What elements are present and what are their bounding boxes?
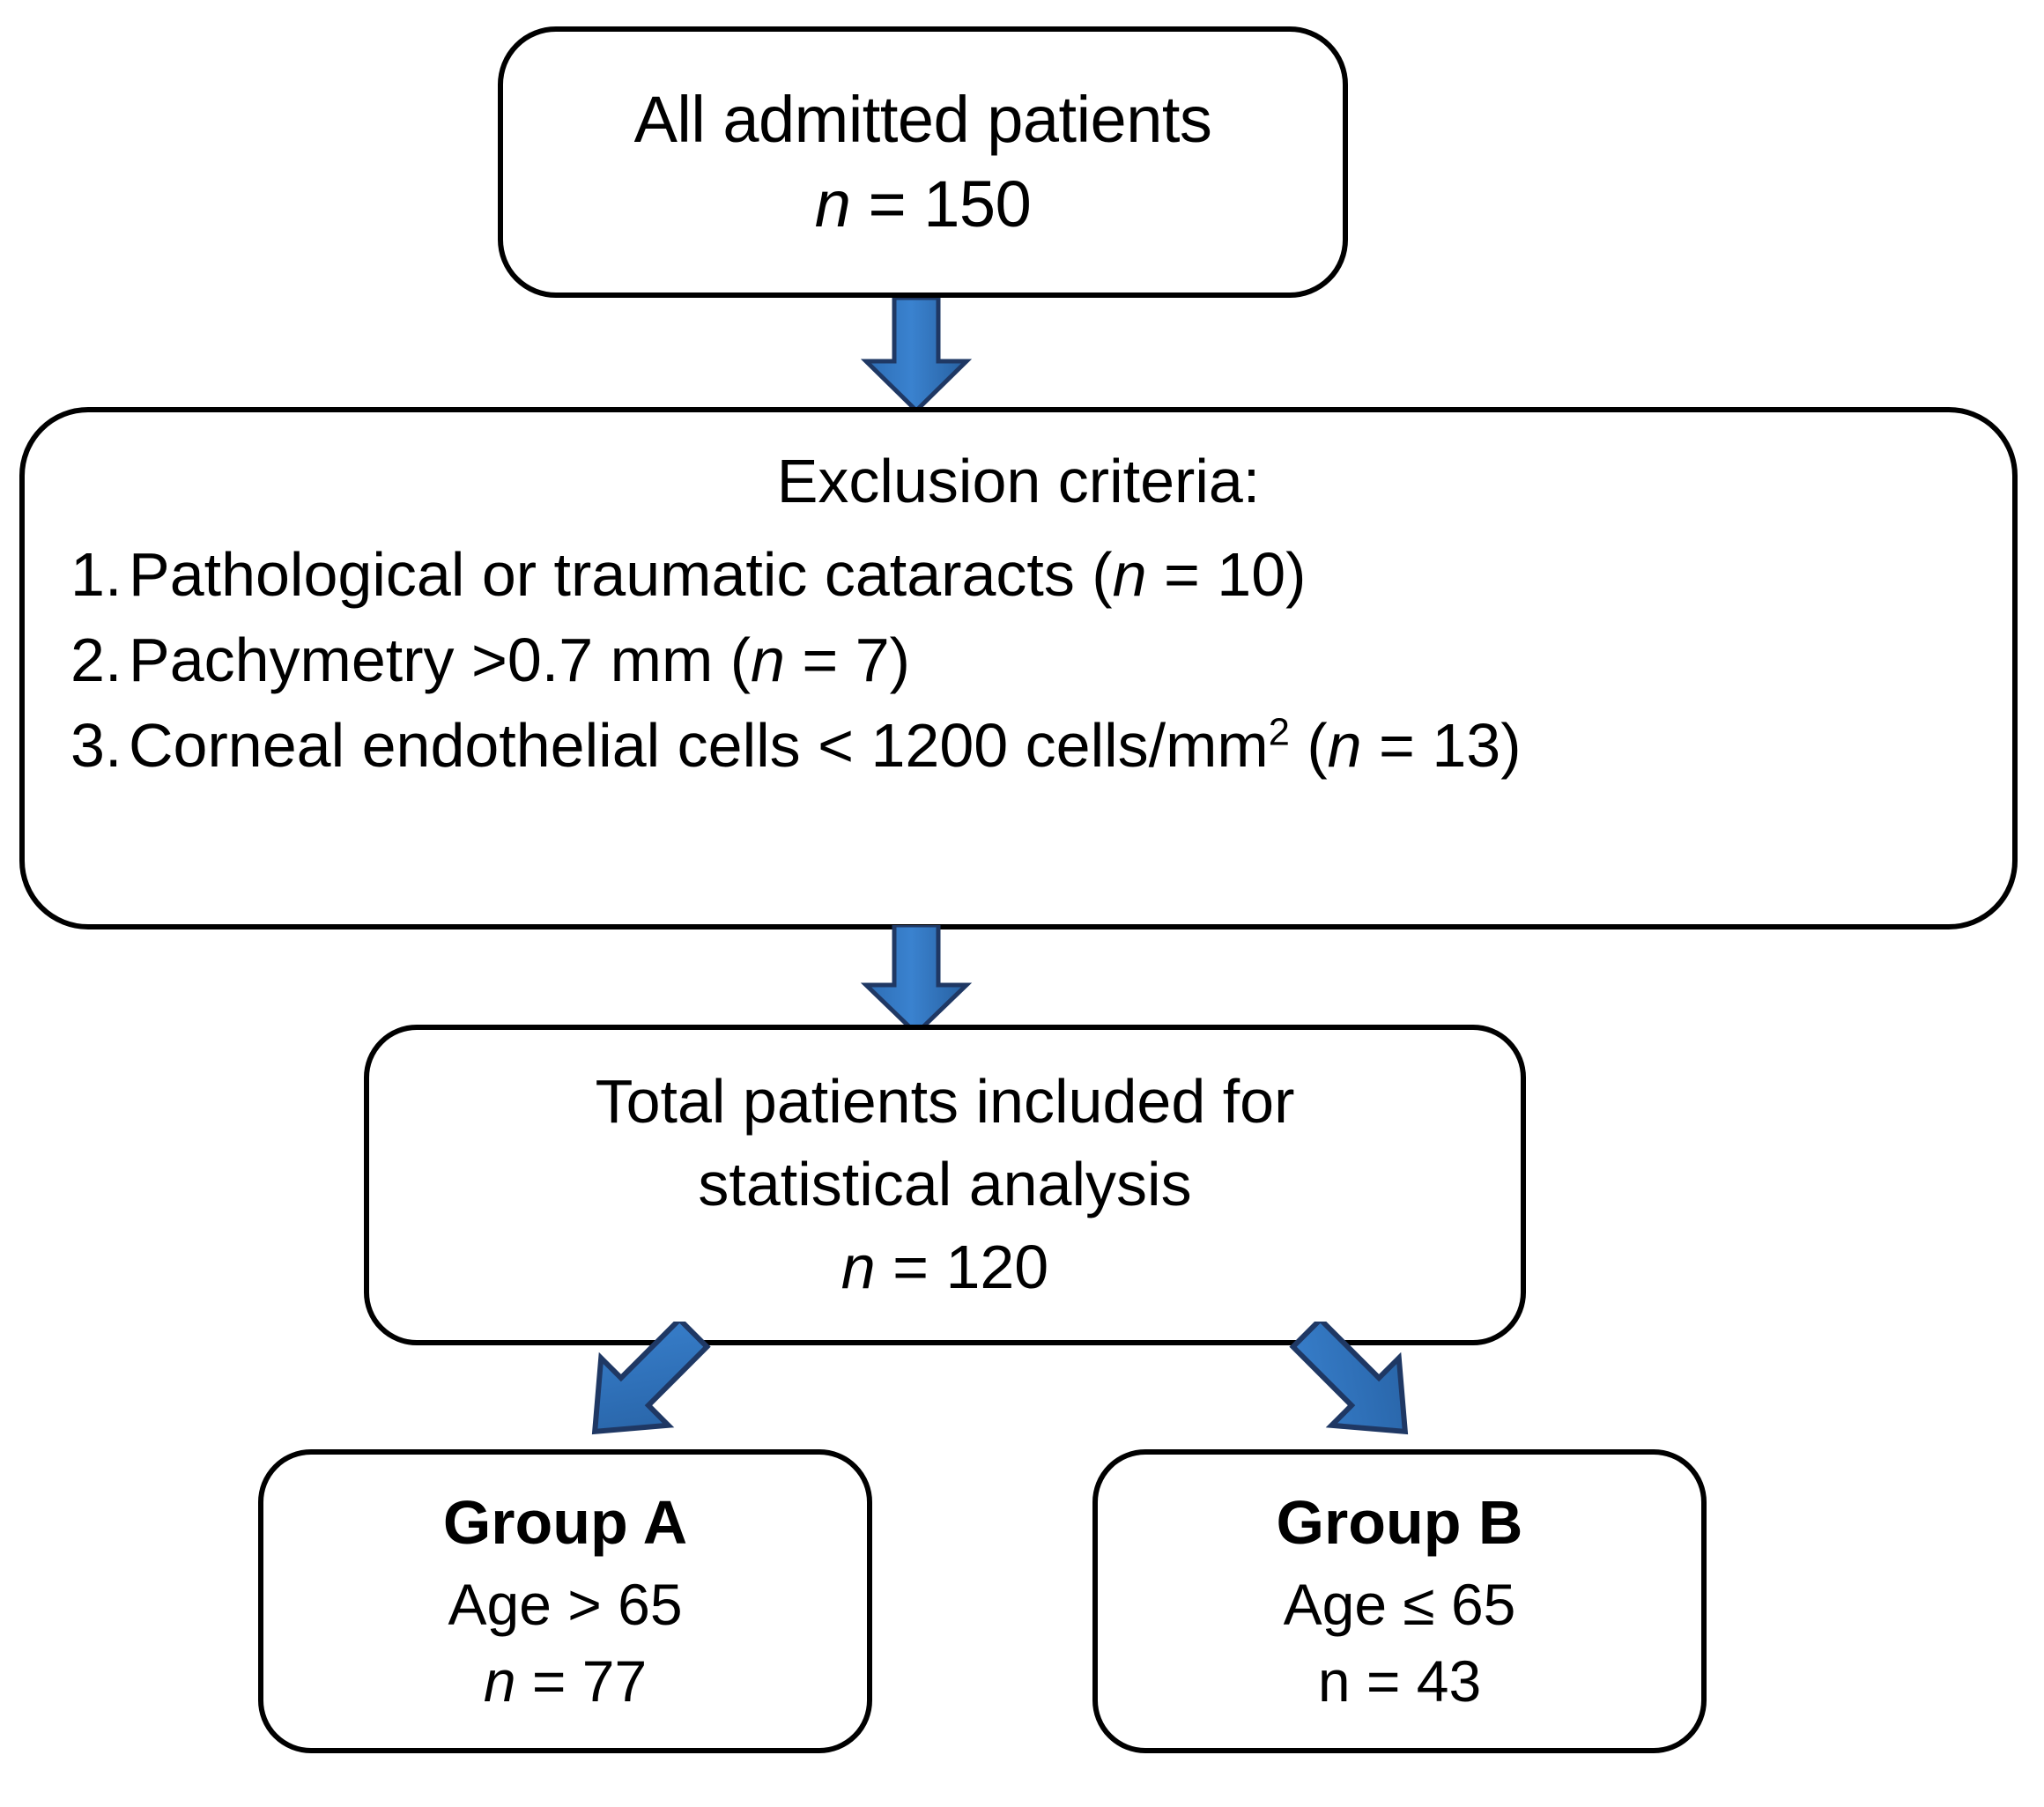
n-value: = 120 xyxy=(875,1232,1049,1301)
group-a-title: Group A xyxy=(442,1487,688,1557)
n-value: = 77 xyxy=(515,1648,648,1714)
exclusion-item-3-count: = 13) xyxy=(1361,711,1522,781)
group-a-count: n = 77 xyxy=(484,1643,647,1720)
arrow-total-to-group-a xyxy=(591,1322,711,1435)
n-symbol: n xyxy=(483,1648,516,1714)
exclusion-criteria-list: Pathological or traumatic cataracts (n =… xyxy=(70,535,1966,791)
arrow-exclusion-to-total xyxy=(860,925,973,1035)
exclusion-item-3-superscript: 2 xyxy=(1268,712,1290,755)
n-symbol: n xyxy=(1327,711,1362,781)
exclusion-header: Exclusion criteria: xyxy=(776,447,1261,515)
exclusion-item-3-text: Corneal endothelial cells < 1200 cells/m… xyxy=(129,711,1269,781)
node-group-b: Group B Age ≤ 65 n = 43 xyxy=(1092,1449,1707,1753)
node-total-patients-included: Total patients included for statistical … xyxy=(364,1025,1526,1345)
n-value: = 43 xyxy=(1350,1648,1482,1714)
node-group-a: Group A Age > 65 n = 77 xyxy=(258,1449,872,1753)
node-all-admitted-patients: All admitted patients n = 150 xyxy=(498,26,1348,298)
n-symbol: n xyxy=(814,167,851,241)
node-total-count: n = 120 xyxy=(841,1226,1049,1309)
arrow-admitted-to-exclusion xyxy=(860,298,973,412)
exclusion-item-2-count: = 7) xyxy=(784,626,910,695)
n-value: = 150 xyxy=(850,167,1032,241)
node-total-line1: Total patients included for xyxy=(595,1067,1295,1137)
exclusion-item-3-mid: ( xyxy=(1289,711,1328,781)
exclusion-item-2-text: Pachymetry >0.7 mm ( xyxy=(129,626,752,695)
exclusion-item-2: Pachymetry >0.7 mm (n = 7) xyxy=(70,620,1966,700)
arrow-total-to-group-b xyxy=(1289,1322,1409,1435)
node-total-line2: statistical analysis xyxy=(698,1150,1192,1219)
group-b-count: n = 43 xyxy=(1318,1643,1481,1720)
group-a-criterion: Age > 65 xyxy=(448,1571,683,1637)
exclusion-item-1-count: = 10) xyxy=(1146,540,1307,610)
node-admitted-line1: All admitted patients xyxy=(633,82,1212,156)
group-b-title: Group B xyxy=(1276,1487,1523,1557)
n-symbol: n xyxy=(1317,1648,1351,1714)
n-symbol: n xyxy=(1112,540,1147,610)
exclusion-item-1-text: Pathological or traumatic cataracts ( xyxy=(129,540,1113,610)
node-admitted-count: n = 150 xyxy=(814,162,1032,247)
exclusion-item-1: Pathological or traumatic cataracts (n =… xyxy=(70,535,1966,615)
n-symbol: n xyxy=(751,626,785,695)
exclusion-item-3: Corneal endothelial cells < 1200 cells/m… xyxy=(70,706,1966,786)
node-exclusion-criteria: Exclusion criteria: Pathological or trau… xyxy=(19,407,2018,929)
n-symbol: n xyxy=(841,1232,876,1301)
group-b-criterion: Age ≤ 65 xyxy=(1283,1571,1516,1637)
